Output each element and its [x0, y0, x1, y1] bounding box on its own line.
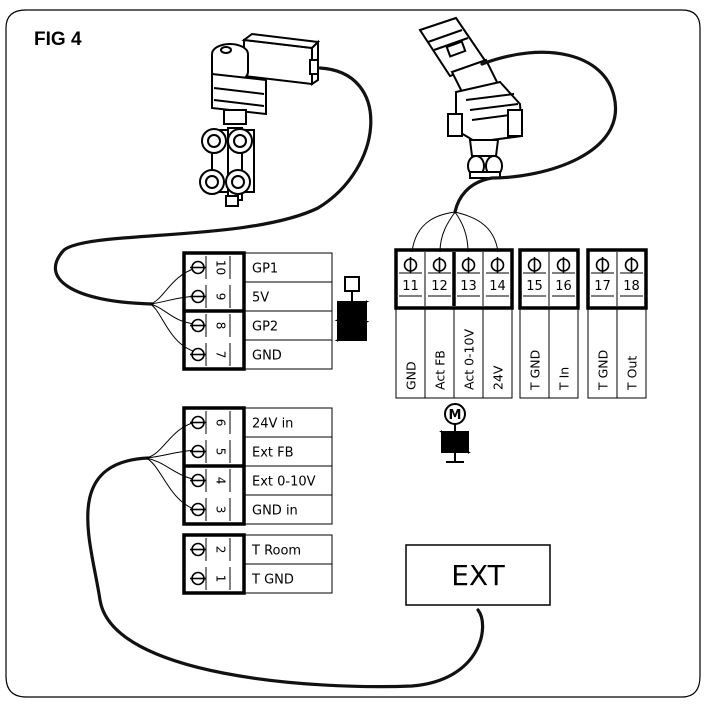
- thermostatic-valve-symbol-icon: [334, 276, 370, 342]
- cable-ext: [86, 456, 485, 689]
- terminal-number: 18: [623, 279, 640, 294]
- terminal-label: GND: [404, 361, 419, 390]
- terminal-label: Ext 0-10V: [252, 475, 316, 490]
- terminal-number: 16: [555, 279, 572, 294]
- terminal-number: 6: [214, 419, 228, 427]
- terminal-number: 2: [214, 546, 228, 554]
- terminal-label: Ext FB: [252, 446, 294, 461]
- terminal-label: Act FB: [433, 350, 448, 390]
- terminal-number: 5: [214, 448, 228, 456]
- terminal-number: 7: [214, 351, 228, 359]
- terminal-label: 5V: [252, 291, 269, 306]
- terminal-block-outline: [394, 248, 514, 310]
- motor-letter: M: [449, 408, 462, 423]
- terminal-label: GND: [252, 349, 282, 364]
- terminal-label: T Out: [625, 356, 640, 391]
- cable-left-actuator: [53, 66, 373, 306]
- wiring-cables: [53, 50, 618, 689]
- terminal-number: 14: [489, 279, 506, 294]
- terminal-number: 17: [594, 279, 611, 294]
- terminal-label: T In: [557, 367, 572, 391]
- terminal-label: GP2: [252, 320, 278, 335]
- terminal-number: 13: [460, 279, 477, 294]
- terminal-label: T GND: [251, 573, 294, 588]
- terminal-number: 8: [214, 322, 228, 330]
- terminal-number: 9: [214, 293, 228, 301]
- terminal-block-outline: [182, 533, 246, 595]
- terminal-number: 10: [214, 260, 228, 275]
- cable-right-actuator: [453, 50, 618, 214]
- ext-device: EXT: [405, 544, 551, 606]
- terminal-label: T GND: [528, 350, 543, 391]
- terminal-label: GND in: [252, 504, 298, 519]
- terminal-block-outline: [586, 248, 648, 310]
- ext-label: EXT: [451, 559, 505, 592]
- terminal-label: 24V in: [252, 417, 293, 432]
- terminal-number: 12: [431, 279, 448, 294]
- terminal-label: Act 0-10V: [462, 329, 477, 390]
- figure-title: FIG 4: [34, 29, 82, 50]
- terminal-number: 11: [402, 279, 419, 294]
- motor-valve-symbol-icon: M: [439, 403, 471, 463]
- left-terminal-blocks: 10 GP1 9 5V 8 GP2 7 GND 6 24V in 5 Ext FB 4 Ext 0-10V…: [182, 251, 333, 595]
- terminal-number: 3: [214, 506, 228, 514]
- terminal-label: 24V: [491, 365, 506, 390]
- terminal-label: GP1: [252, 262, 278, 277]
- terminal-label: T GND: [596, 350, 611, 391]
- terminal-block-outline: [518, 248, 580, 310]
- terminal-number: 15: [526, 279, 543, 294]
- motorized-zone-valve-icon: [199, 32, 321, 207]
- terminal-number: 4: [214, 477, 228, 485]
- pressure-independent-valve-icon: [418, 16, 524, 179]
- terminal-label: T Room: [251, 544, 301, 559]
- terminal-number: 1: [214, 575, 228, 583]
- figure-frame: [5, 9, 701, 698]
